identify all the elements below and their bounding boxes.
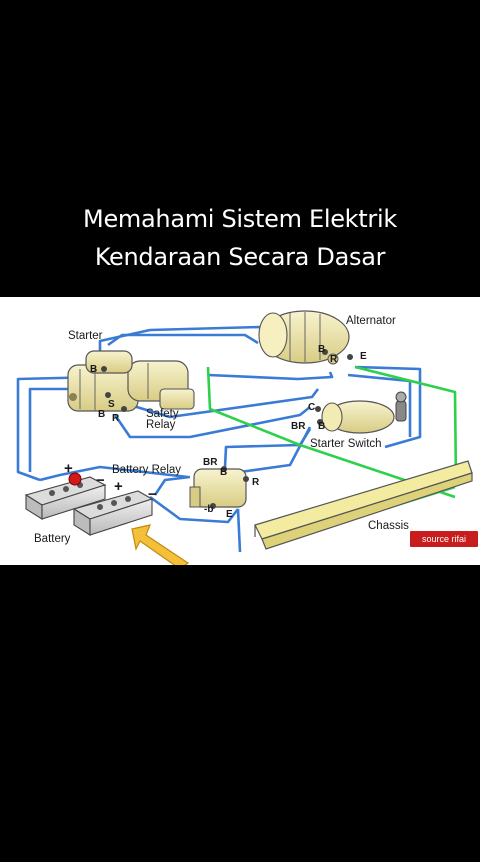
positive-terminal-marker xyxy=(68,472,82,486)
terminal-switch-c: C xyxy=(308,402,315,413)
battery-relay xyxy=(189,466,249,509)
terminal-relay-minus-b: -b xyxy=(204,504,213,515)
terminal-starter-b2: B xyxy=(98,409,105,420)
terminal-starter-r: R xyxy=(112,413,120,424)
electrical-wiring-diagram: Starter Alternator Safety Relay Starter … xyxy=(0,297,480,565)
terminal-alternator-b: B xyxy=(318,344,325,355)
terminal-alternator-r: R xyxy=(330,354,338,365)
label-chassis: Chassis xyxy=(368,520,409,532)
terminal-switch-br: BR xyxy=(291,421,306,432)
terminal-switch-b: B xyxy=(318,421,325,432)
terminal-alternator-e: E xyxy=(360,351,367,362)
pointer-arrow xyxy=(131,524,190,565)
source-badge: source rifai xyxy=(410,531,478,547)
battery2-plus-sign: + xyxy=(114,478,123,495)
battery-2 xyxy=(72,490,154,536)
label-battery: Battery xyxy=(34,533,71,545)
video-title-line-1: Memahami Sistem Elektrik xyxy=(83,205,397,233)
terminal-starter-b: B xyxy=(90,364,97,375)
battery-1 xyxy=(24,476,107,520)
starter-switch xyxy=(315,391,407,434)
terminal-starter-s: S xyxy=(108,399,115,410)
video-title-line-2: Kendaraan Secara Dasar xyxy=(94,243,386,271)
battery1-minus-sign: − xyxy=(96,472,105,489)
label-starter-switch: Starter Switch xyxy=(310,438,382,450)
label-starter: Starter xyxy=(68,330,103,342)
battery1-plus-sign: + xyxy=(64,460,73,477)
label-battery-relay: Battery Relay xyxy=(112,464,181,476)
terminal-relay-e: E xyxy=(226,509,233,520)
battery2-minus-sign: − xyxy=(148,486,157,503)
label-safety-relay-line1: Safety xyxy=(146,408,179,420)
safety-relay xyxy=(159,388,195,410)
terminal-relay-r: R xyxy=(252,477,260,488)
terminal-relay-b: B xyxy=(220,467,227,478)
label-safety-relay-line2: Relay xyxy=(146,419,176,431)
terminal-relay-br: BR xyxy=(203,457,218,468)
blue-wires xyxy=(16,325,422,553)
label-alternator: Alternator xyxy=(346,315,396,327)
chassis-rail xyxy=(254,460,473,550)
alternator xyxy=(258,310,353,365)
